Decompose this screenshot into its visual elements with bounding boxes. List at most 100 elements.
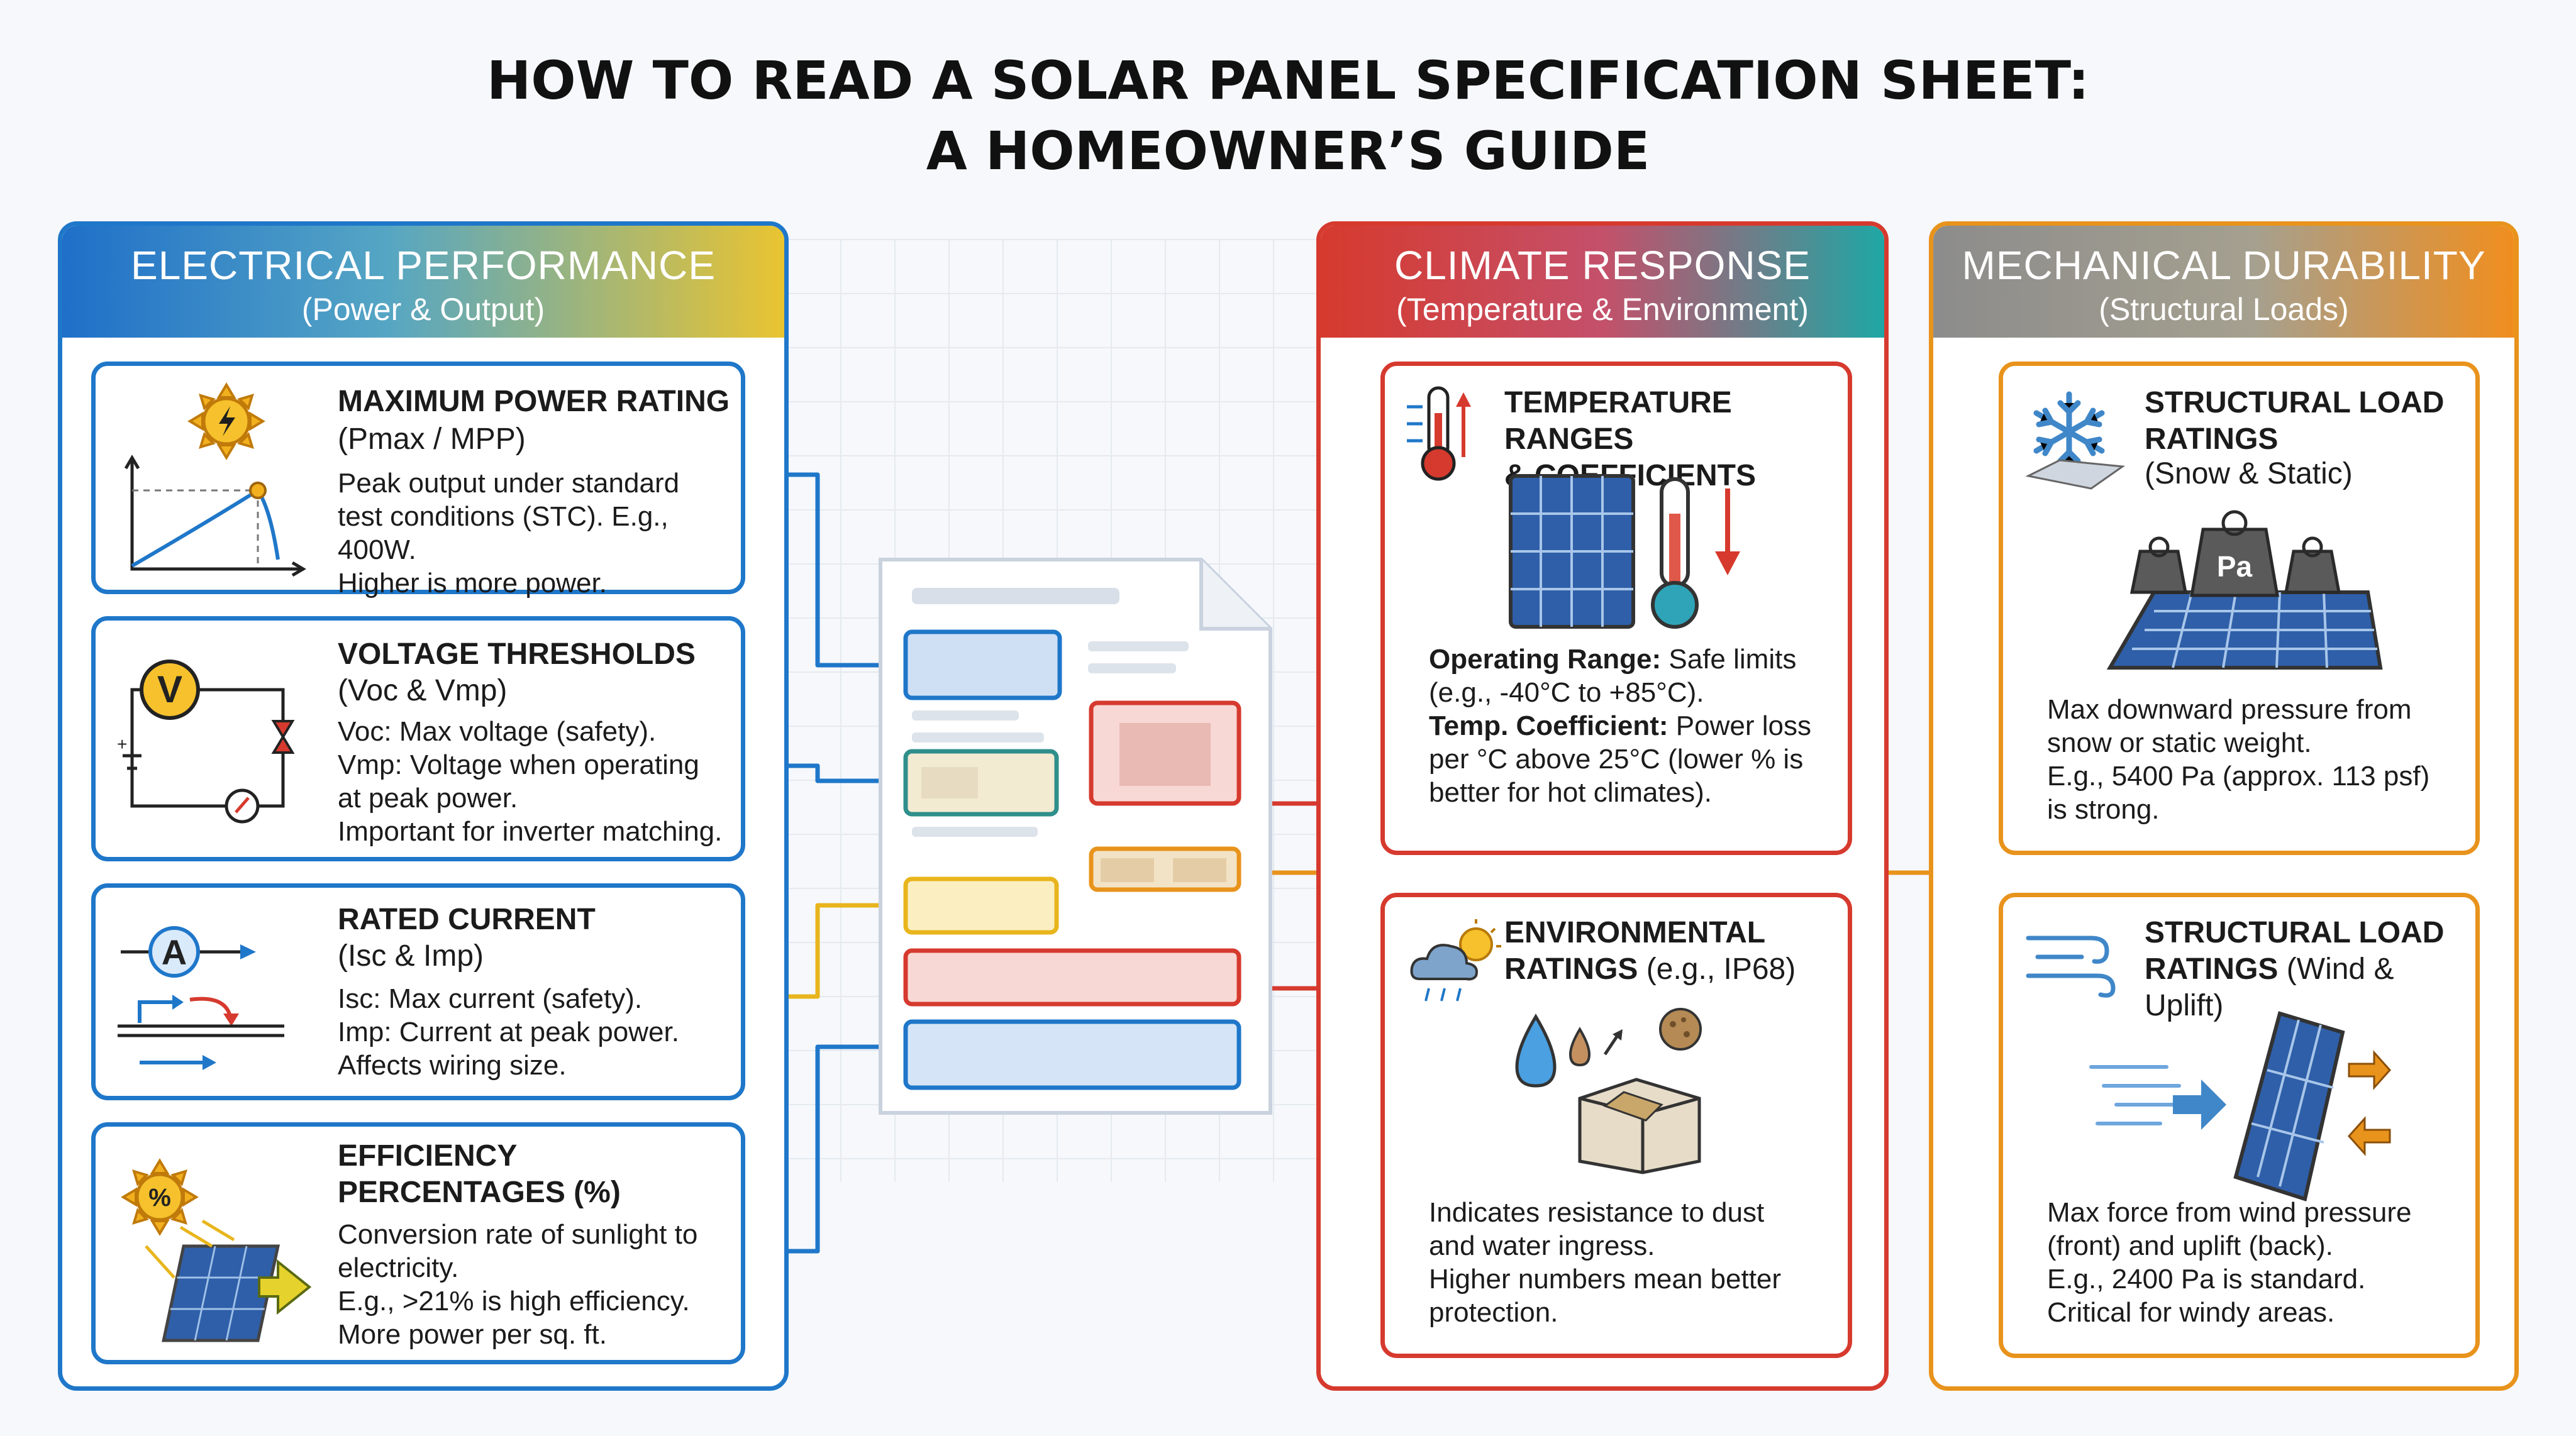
snow-load-title-line-2: RATINGS	[2145, 423, 2279, 456]
electrical-subheading: (Power & Output)	[301, 292, 545, 327]
wind-load-card: STRUCTURAL LOAD RATINGS (Wind & Uplift) …	[1999, 893, 2480, 1358]
environmental-line-2: and water ingress.	[1429, 1230, 1655, 1261]
temperature-title: TEMPERATURE RANGES & COEFFICIENTS	[1504, 385, 1848, 494]
temp-coefficient-label: Temp. Coefficient:	[1429, 710, 1668, 741]
wind-load-description: Max force from wind pressure (front) and…	[2047, 1196, 2412, 1329]
page-title-line-1: HOW TO READ A SOLAR PANEL SPECIFICATION …	[486, 50, 2089, 111]
wind-icon	[2026, 936, 2116, 998]
wind-load-title-line-1: STRUCTURAL LOAD	[2145, 916, 2445, 949]
climate-heading: CLIMATE RESPONSE	[1394, 243, 1811, 288]
temperature-description: Operating Range: Safe limits (e.g., -40°…	[1429, 643, 1811, 809]
snow-load-line-2: snow or static weight.	[2047, 727, 2312, 758]
wind-load-title: STRUCTURAL LOAD RATINGS (Wind & Uplift)	[2145, 915, 2475, 1024]
environmental-line-3: Higher numbers mean better	[1429, 1264, 1782, 1295]
environmental-ratings-label: RATINGS	[1504, 953, 1638, 986]
thermometer-icon	[1407, 386, 1471, 481]
voltmeter-circuit-icon: + V	[117, 660, 295, 824]
weight-label: Pa	[2217, 550, 2253, 583]
wind-load-line-1: Max force from wind pressure	[2047, 1197, 2412, 1228]
temperature-card: TEMPERATURE RANGES & COEFFICIENTS Operat…	[1380, 362, 1852, 855]
temperature-line-4: per °C above 25°C (lower % is	[1429, 744, 1804, 775]
snow-load-line-1: Max downward pressure from	[2047, 694, 2412, 725]
max-power-subtitle: (Pmax / MPP)	[338, 423, 526, 456]
svg-text:%: %	[148, 1184, 171, 1212]
panel-heat-icon	[1509, 474, 1740, 629]
current-title: RATED CURRENT	[338, 903, 596, 936]
efficiency-title-line-1: EFFICIENCY	[338, 1139, 518, 1173]
voltage-line-4: Important for inverter matching.	[338, 816, 723, 847]
efficiency-line-2: electricity.	[338, 1252, 459, 1283]
operating-range-label: Operating Range:	[1429, 644, 1662, 675]
temperature-line-1: Operating Range: Safe limits	[1429, 643, 1811, 676]
temp-coefficient-text: Power loss	[1668, 710, 1811, 741]
weather-cloud-icon	[1410, 919, 1501, 1002]
max-power-description: Peak output under standard test conditio…	[338, 467, 741, 600]
dust-water-box-icon	[1515, 1008, 1702, 1174]
voltage-subtitle: (Voc & Vmp)	[338, 674, 508, 707]
climate-header: CLIMATE RESPONSE (Temperature & Environm…	[1321, 226, 1884, 338]
efficiency-card: % EFFICIENCY PERCENTAGES (%) Conversion …	[91, 1122, 745, 1364]
wind-panel-icon	[2089, 1011, 2392, 1201]
wind-load-title-line-2: RATINGS (Wind & Uplift)	[2145, 951, 2475, 1024]
wind-load-ratings-detail: (Wind & Uplift)	[2145, 953, 2394, 1022]
climate-subheading: (Temperature & Environment)	[1396, 292, 1809, 327]
snow-load-card: STRUCTURAL LOAD RATINGS (Snow & Static) …	[1999, 362, 2480, 855]
snowflake-icon	[2025, 391, 2126, 490]
wind-load-ratings-label: RATINGS	[2145, 953, 2279, 986]
svg-text:A: A	[162, 932, 187, 972]
voltage-line-1: Voc: Max voltage (safety).	[338, 716, 657, 747]
efficiency-line-4: More power per sq. ft.	[338, 1319, 607, 1350]
environmental-line-1: Indicates resistance to dust	[1429, 1197, 1765, 1228]
weighted-panel-icon: Pa	[2106, 510, 2383, 670]
max-power-line-1: Peak output under standard	[338, 468, 680, 499]
current-line-1: Isc: Max current (safety).	[338, 983, 643, 1014]
ammeter-current-icon: A	[118, 926, 284, 1070]
voltage-line-3: at peak power.	[338, 783, 518, 814]
environmental-title-line-2: RATINGS (e.g., IP68)	[1504, 951, 1796, 988]
page-title-line-2: A HOMEOWNER’S GUIDE	[926, 120, 1650, 182]
current-description: Isc: Max current (safety). Imp: Current …	[338, 982, 679, 1082]
max-power-title: MAXIMUM POWER RATING	[338, 385, 730, 418]
efficiency-title-line-2: PERCENTAGES (%)	[338, 1176, 621, 1209]
snow-load-title: STRUCTURAL LOAD RATINGS	[2145, 385, 2444, 458]
environmental-ip-example: (e.g., IP68)	[1638, 953, 1796, 986]
max-power-line-2: test conditions (STC). E.g., 400W.	[338, 501, 669, 565]
electrical-header: ELECTRICAL PERFORMANCE (Power & Output)	[62, 226, 784, 338]
snow-load-title-line-1: STRUCTURAL LOAD	[2145, 386, 2445, 419]
voltage-title: VOLTAGE THRESHOLDS	[338, 638, 696, 671]
environmental-title-line-1: ENVIRONMENTAL	[1504, 916, 1766, 949]
mechanical-subheading: (Structural Loads)	[2099, 292, 2349, 327]
wind-load-line-3: E.g., 2400 Pa is standard.	[2047, 1264, 2366, 1295]
mechanical-header: MECHANICAL DURABILITY (Structural Loads)	[1933, 226, 2514, 338]
wind-load-line-4: Critical for windy areas.	[2047, 1297, 2335, 1328]
current-card: A RATED CURRENT (Isc & Imp) Isc: Max cur…	[91, 883, 745, 1100]
temperature-title-line-1: TEMPERATURE RANGES	[1504, 386, 1732, 456]
snow-load-description: Max downward pressure from snow or stati…	[2047, 693, 2429, 826]
temperature-line-3: Temp. Coefficient: Power loss	[1429, 709, 1811, 743]
snow-load-subtitle: (Snow & Static)	[2145, 457, 2353, 490]
snow-load-line-3: E.g., 5400 Pa (approx. 113 psf)	[2047, 761, 2430, 792]
current-line-2: Imp: Current at peak power.	[338, 1017, 679, 1047]
efficiency-panel-icon: %	[121, 1158, 312, 1342]
wind-load-line-2: (front) and uplift (back).	[2047, 1230, 2333, 1261]
mechanical-heading: MECHANICAL DURABILITY	[1962, 243, 2486, 288]
efficiency-line-1: Conversion rate of sunlight to	[338, 1219, 698, 1250]
current-line-3: Affects wiring size.	[338, 1050, 567, 1081]
electrical-heading: ELECTRICAL PERFORMANCE	[131, 243, 716, 288]
efficiency-title: EFFICIENCY PERCENTAGES (%)	[338, 1138, 621, 1211]
voltage-card: + V VOLTAGE THRESHOLDS (Voc & Vmp) Voc: …	[91, 616, 745, 861]
svg-text:+: +	[117, 734, 127, 754]
page-title: HOW TO READ A SOLAR PANEL SPECIFICATION …	[0, 45, 2576, 186]
max-power-card: MAXIMUM POWER RATING (Pmax / MPP) Peak o…	[91, 362, 745, 599]
operating-range-text: Safe limits	[1661, 644, 1797, 675]
temperature-line-5: better for hot climates).	[1429, 777, 1712, 808]
environmental-description: Indicates resistance to dust and water i…	[1429, 1196, 1781, 1329]
sun-power-curve-icon	[124, 382, 306, 577]
environmental-card: ENVIRONMENTAL RATINGS (e.g., IP68) Indic…	[1380, 893, 1852, 1358]
temperature-line-2: (e.g., -40°C to +85°C).	[1429, 677, 1704, 708]
voltage-line-2: Vmp: Voltage when operating	[338, 749, 699, 780]
efficiency-line-3: E.g., >21% is high efficiency.	[338, 1286, 690, 1317]
max-power-line-3: Higher is more power.	[338, 568, 607, 599]
svg-text:V: V	[157, 668, 182, 710]
environmental-title: ENVIRONMENTAL RATINGS (e.g., IP68)	[1504, 915, 1796, 988]
